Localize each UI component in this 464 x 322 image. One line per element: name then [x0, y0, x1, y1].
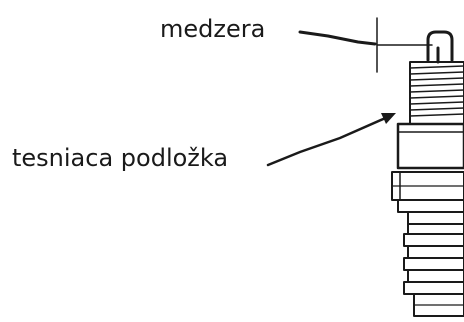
sealing-washer-label: tesniaca podložka — [12, 144, 229, 172]
hex-body — [391, 171, 464, 201]
thread-lines — [409, 65, 464, 117]
washer-arrow — [266, 114, 392, 167]
sealing-washer — [396, 122, 464, 170]
insulator-ribs — [403, 223, 464, 295]
washer-arrow-head — [381, 113, 396, 124]
gap-leader-line — [298, 30, 377, 46]
insulator-body — [407, 211, 464, 225]
gap-label: medzera — [160, 15, 266, 43]
ground-electrode — [426, 30, 454, 62]
